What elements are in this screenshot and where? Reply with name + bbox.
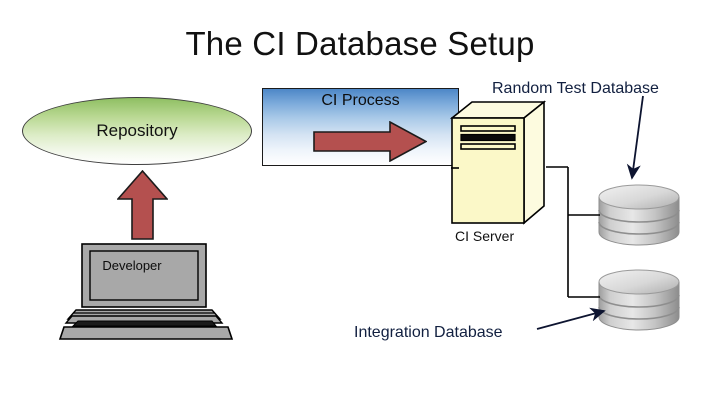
random-test-database-icon[interactable] <box>595 184 683 246</box>
ci-server-icon[interactable] <box>450 100 546 225</box>
page-title: The CI Database Setup <box>185 25 535 62</box>
developer-laptop-icon[interactable] <box>56 243 236 341</box>
ci-process-node[interactable] <box>262 88 459 166</box>
ci-process-right-arrow-icon <box>313 121 427 162</box>
repository-node[interactable]: Repository <box>22 97 252 165</box>
integration-database-label: Integration Database <box>354 324 503 341</box>
arrow-random-database-label <box>626 95 644 180</box>
random-test-database-label: Random Test Database <box>492 80 659 97</box>
repository-label: Repository <box>96 121 178 140</box>
arrow-integration-database-label <box>536 307 606 330</box>
ci-process-label: CI Process <box>321 92 400 109</box>
developer-to-repository-arrow-icon <box>117 170 168 240</box>
developer-label: Developer <box>102 258 162 273</box>
integration-database-icon[interactable] <box>595 269 683 331</box>
ci-server-label: CI Server <box>455 228 515 244</box>
